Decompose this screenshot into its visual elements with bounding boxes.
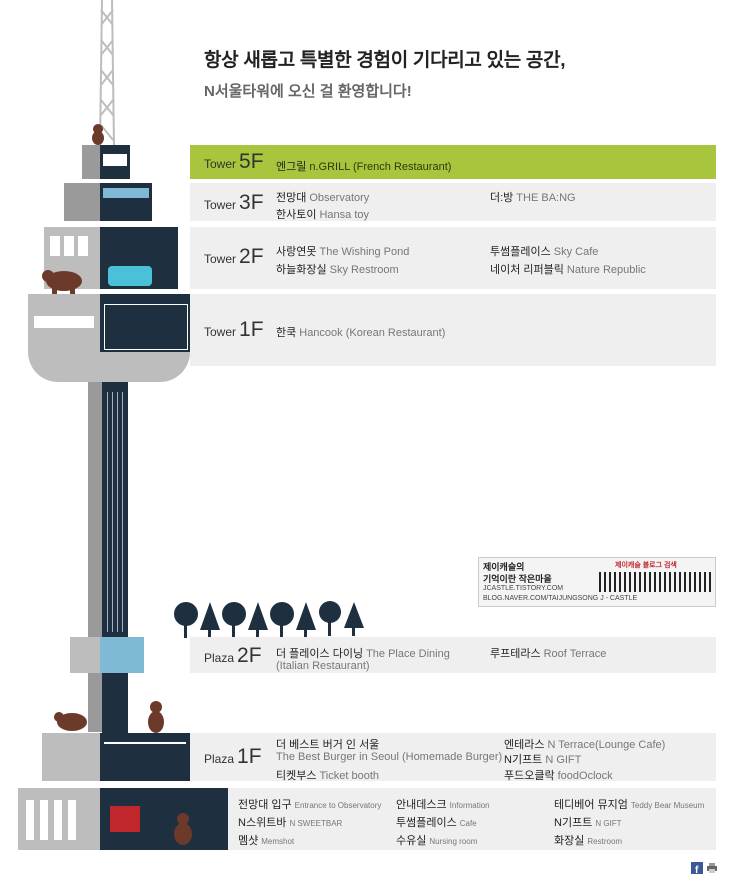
elevator-shaft [102, 382, 128, 637]
watermark-corner: 제이캐슬 블로그 검색 [615, 562, 677, 569]
cart-graphic [110, 806, 140, 832]
bear-icon [92, 124, 104, 145]
barcode-graphic [599, 572, 711, 592]
bear-icon [54, 712, 87, 731]
antenna-graphic [99, 0, 115, 145]
svg-text:f: f [695, 865, 699, 874]
page-title: 항상 새롭고 특별한 경험이 기다리고 있는 공간, [204, 50, 566, 71]
plaza-1f-shell [42, 733, 100, 781]
tower-1f-window [100, 294, 190, 352]
plaza-2f-shell [70, 637, 100, 673]
tower-3f-shell [64, 183, 100, 221]
facebook-icon[interactable]: f [691, 862, 703, 874]
directory-entry-place-dining-type: (Italian Restaurant) [276, 660, 370, 672]
print-icon[interactable] [706, 862, 718, 874]
bear-icon [174, 813, 192, 845]
page-subtitle: N서울타워에 오신 걸 환영합니다! [204, 83, 412, 100]
bear-icon [148, 701, 164, 733]
tree-row-graphic [174, 601, 364, 638]
plaza-2f-window [100, 637, 144, 673]
tower-shaft-left [88, 382, 102, 732]
directory-entry-best-burger[interactable]: 더 베스트 버거 인 서울 [276, 739, 380, 751]
watermark-line1: 제이캐슬의 [483, 562, 525, 572]
tower-5f-shell [82, 145, 100, 179]
bear-icon [42, 270, 82, 294]
watermark-line2: 기억이란 작은마을 [483, 574, 552, 584]
watermark-line4: BLOG.NAVER.COM/TAIJUNGSONG J - CASTLE [483, 595, 638, 602]
plaza-1f-window [100, 733, 190, 781]
directory-entry-best-burger-en: The Best Burger in Seoul (Homemade Burge… [276, 751, 503, 763]
blog-watermark: 제이캐슬의 기억이란 작은마을 JCASTLE.TISTORY.COM BLOG… [478, 557, 716, 607]
watermark-line3: JCASTLE.TISTORY.COM [483, 585, 564, 592]
